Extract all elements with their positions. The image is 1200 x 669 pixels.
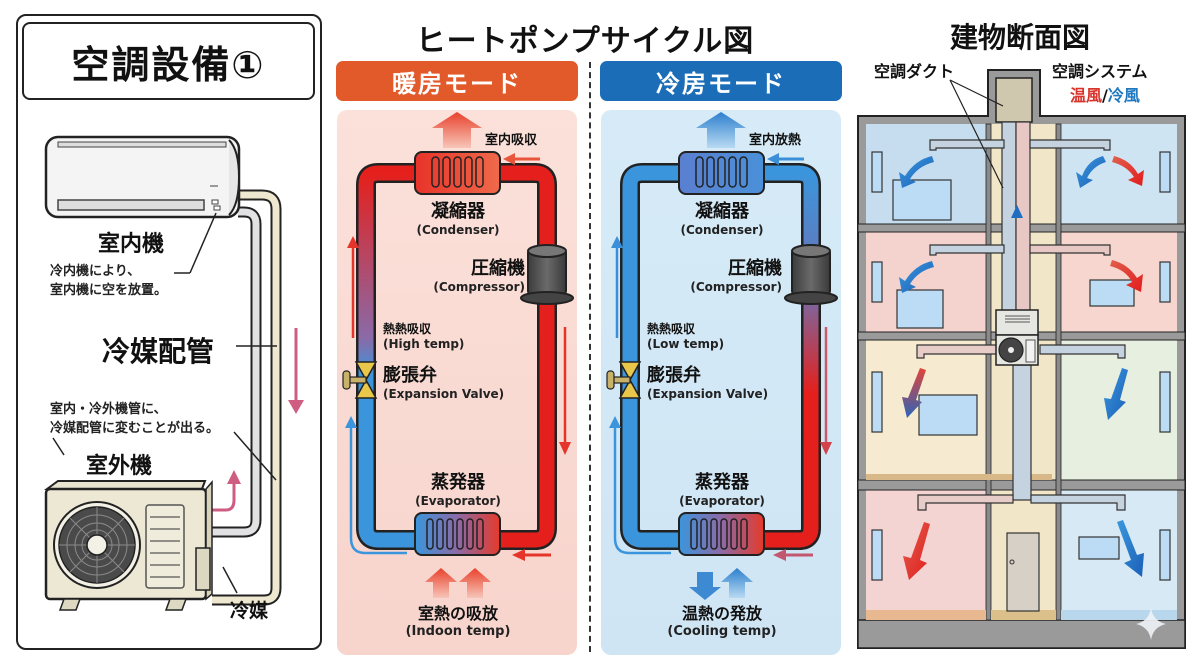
central-ac-unit-icon [995, 309, 1039, 366]
cooling-valve-label: 膨張弁 [647, 365, 701, 386]
cool-air-arrow [899, 156, 934, 188]
heating-flow-arrow-up-blue [345, 416, 407, 555]
heating-valve-en: (Expansion Valve) [383, 387, 505, 401]
heating-heat-note-en: (High temp) [383, 337, 465, 351]
heating-compressor-icon [520, 244, 574, 305]
heating-flow-arrow-up [347, 236, 359, 338]
panel-title: 空調設備① [71, 42, 266, 87]
cooling-flow-arrow-up [611, 236, 623, 338]
sparkle-icon [1136, 608, 1166, 640]
heating-compressor-en: (Compressor) [433, 280, 525, 294]
refrigerant-flow-arrow-up [212, 470, 241, 512]
cooling-compressor-en: (Compressor) [690, 280, 782, 294]
cooling-compressor-label: 圧縮機 [728, 258, 782, 279]
cooling-bottom-en: (Cooling temp) [667, 624, 777, 639]
supply-air-rising-arrow [1011, 205, 1023, 272]
indoor-unit-note-line2: 室内機に空を放置。 [50, 283, 168, 298]
cooling-expansion-valve-icon [606, 361, 642, 399]
warm-cool-legend: 温風/冷風 [1070, 82, 1140, 106]
cooling-refrigerant-loop [620, 163, 821, 550]
panel-title-box: 空調設備① [22, 22, 315, 100]
cooling-mode-header: 冷房モード [600, 61, 842, 101]
indoor-unit-note-line1: 冷内機により、 [50, 264, 141, 279]
heating-mode-header: 暖房モード [336, 61, 578, 101]
refrigerant-flow-arrow-down [288, 328, 304, 414]
cool-air-arrow [899, 261, 934, 293]
cooling-inflow-arrow [767, 153, 804, 165]
heating-evaporator-inflow-arrow [512, 549, 551, 561]
heating-heat-note: 熱熱吸収 [383, 322, 432, 336]
heat-pump-cycle-title: ヒートポンプサイクル図 [415, 24, 755, 59]
system-label: 空調システム [1052, 62, 1148, 81]
refrigerant-pipes [204, 189, 282, 606]
piping-note-line1: 室内・冷外機管に、 [50, 402, 167, 417]
heating-evaporator-en: (Evaporator) [415, 494, 501, 508]
building-section-title: 建物断面図 [949, 21, 1090, 54]
cooling-condenser-label: 凝縮器 [695, 201, 749, 222]
heating-condenser-label: 凝縮器 [431, 201, 485, 222]
cooling-top-note: 室内放熱 [749, 133, 802, 148]
cooling-condenser-icon [678, 151, 765, 195]
outdoor-unit-illustration [43, 479, 213, 611]
cool-air-arrow [1117, 520, 1144, 577]
cool-air-arrow [1076, 156, 1106, 188]
cooling-evaporator-icon [678, 512, 765, 556]
heating-expansion-valve-icon [342, 361, 378, 399]
heating-refrigerant-loop [356, 163, 557, 550]
warm-air-label: 温風 [1070, 86, 1103, 105]
cooling-flow-arrow-up-blue [609, 416, 671, 555]
indoor-unit-label: 室内機 [98, 232, 165, 257]
heating-condenser-icon [414, 151, 501, 195]
warm-air-arrow [1110, 260, 1143, 292]
heating-condenser-en: (Condenser) [416, 223, 500, 237]
cooling-compressor-icon [784, 244, 838, 305]
refrigerant-label: 冷媒 [230, 600, 269, 622]
duct-label: 空調ダクト [874, 62, 955, 81]
refrigerant-piping-label: 冷媒配管 [102, 335, 215, 368]
cooling-evaporator-en: (Evaporator) [679, 494, 765, 508]
cooling-room-air-arrows [689, 568, 753, 600]
heating-bottom-label: 室熱の吸放 [417, 604, 498, 623]
legend-separator: / [1102, 86, 1108, 105]
mixed-air-arrow [902, 368, 926, 418]
heating-heat-release-arrow [432, 112, 482, 148]
indoor-unit-illustration [44, 135, 241, 219]
heating-valve-label: 膨張弁 [383, 365, 437, 386]
heating-bottom-en: (Indoon temp) [405, 624, 511, 639]
heating-evaporator-icon [414, 512, 501, 556]
piping-note-line2: 冷媒配管に変むことが出る。 [50, 421, 220, 436]
heating-inflow-arrow [503, 153, 540, 165]
cooling-bottom-label: 温熱の発放 [681, 604, 762, 623]
cool-air-label: 冷風 [1107, 86, 1140, 105]
heating-flow-arrow-down [559, 327, 571, 455]
cooling-flow-arrow-down [820, 327, 832, 455]
heating-compressor-label: 圧縮機 [471, 258, 525, 279]
cooling-heat-note: 熱熱吸収 [647, 322, 696, 336]
outdoor-unit-label: 室外機 [86, 454, 153, 479]
cooling-heat-note-en: (Low temp) [647, 337, 725, 351]
cool-air-arrow [1104, 368, 1128, 420]
cooling-valve-en: (Expansion Valve) [647, 387, 769, 401]
cooling-condenser-en: (Condenser) [680, 223, 764, 237]
warm-air-arrow [1112, 156, 1144, 186]
mode-divider [589, 62, 591, 652]
cooling-evaporator-label: 蒸発器 [695, 472, 749, 493]
cooling-evaporator-inflow-arrow [773, 549, 813, 561]
heating-evaporator-label: 蒸発器 [431, 472, 485, 493]
heating-top-note: 室内吸収 [485, 133, 538, 148]
cooling-heat-release-arrow [696, 112, 746, 148]
warm-air-arrow [903, 522, 930, 580]
heating-room-heat-arrows [425, 568, 491, 598]
